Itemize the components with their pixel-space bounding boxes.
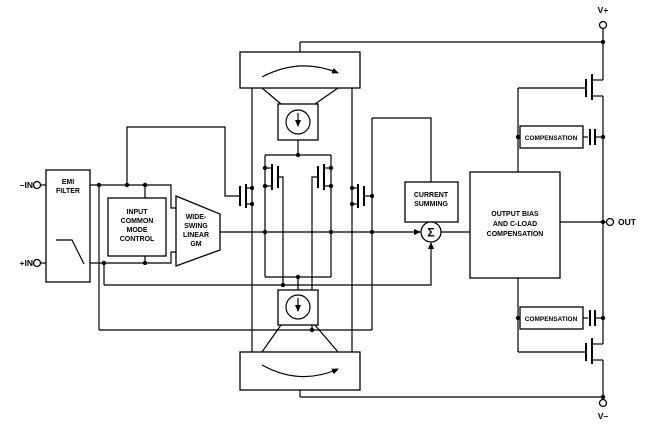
bottom-current-mirror: [239, 351, 361, 391]
input-stage-transistors: [239, 164, 365, 208]
out-pin: [605, 217, 615, 227]
current-source-icon: [285, 294, 311, 320]
output-bias-label-1: OUTPUT BIAS: [491, 211, 539, 218]
vplus-label: V+: [598, 5, 609, 15]
sigma-icon: Σ: [427, 226, 434, 240]
capacitor-icon: [589, 129, 596, 145]
emi-label-2: FILTER: [56, 188, 80, 195]
output-nmos-transistor: [585, 338, 603, 364]
wide-swing-linear-gm-block: WIDE- SWING LINEAR GM: [175, 195, 221, 267]
vplus-terminal: V+: [598, 5, 609, 30]
in-neg-label: –IN: [20, 180, 33, 190]
current-source-icon: [285, 109, 311, 135]
summing-label-2: SUMMING: [414, 201, 448, 208]
out-terminal: OUT: [605, 217, 637, 227]
compensation-bottom-label: COMPENSATION: [525, 316, 578, 323]
gm-label-3: LINEAR: [183, 232, 209, 239]
emi-filter-block: EMI FILTER: [45, 169, 91, 283]
sigma-node: [420, 221, 442, 243]
capacitor-icon: [589, 310, 596, 326]
mirror-arrow-icon: [261, 364, 339, 378]
in-neg-pin: [32, 180, 42, 190]
vplus-pin: [598, 20, 608, 30]
vminus-pin: [598, 398, 608, 408]
in-pos-pin: [32, 258, 42, 268]
pmos-transistor: [317, 164, 331, 190]
gm-label-2: SWING: [184, 223, 208, 230]
output-bias-label-2: AND C-LOAD: [493, 221, 537, 228]
top-current-mirror: [239, 51, 361, 89]
compensation-top-label: COMPENSATION: [525, 135, 578, 142]
output-bias-label-3: COMPENSATION: [487, 231, 544, 238]
lowpass-response-icon: [56, 239, 85, 265]
vminus-label: V–: [598, 411, 609, 421]
icmc-label-3: MODE: [127, 227, 148, 234]
compensation-top-block: COMPENSATION: [519, 125, 596, 149]
in-neg-terminal: –IN: [20, 180, 42, 190]
output-bias-block: OUTPUT BIAS AND C-LOAD COMPENSATION: [469, 171, 561, 279]
junction-dots: [96, 39, 606, 400]
pmos-transistor: [265, 164, 279, 190]
mirror-arrow-icon: [261, 65, 339, 78]
gm-label-1: WIDE-: [186, 214, 207, 221]
in-pos-label: +IN: [20, 258, 33, 268]
emi-label-1: EMI: [62, 179, 75, 186]
nmos-transistor: [239, 184, 252, 208]
input-common-mode-control-block: INPUT COMMON MODE CONTROL: [107, 197, 167, 257]
current-summing-block: CURRENT SUMMING Σ: [404, 181, 459, 243]
compensation-bottom-block: COMPENSATION: [519, 306, 596, 330]
icmc-label-4: CONTROL: [120, 236, 155, 243]
icmc-label-2: COMMON: [121, 218, 154, 225]
gm-label-4: GM: [190, 241, 201, 248]
output-pmos-transistor: [585, 74, 603, 100]
icmc-label-1: INPUT: [127, 209, 149, 216]
nmos-transistor: [352, 184, 365, 208]
wires: [40, 29, 606, 399]
summing-label-1: CURRENT: [414, 192, 449, 199]
top-current-source: [277, 103, 319, 141]
vminus-terminal: V–: [598, 398, 609, 421]
bottom-current-source: [277, 289, 319, 326]
out-label: OUT: [618, 217, 637, 227]
in-pos-terminal: +IN: [20, 258, 42, 268]
